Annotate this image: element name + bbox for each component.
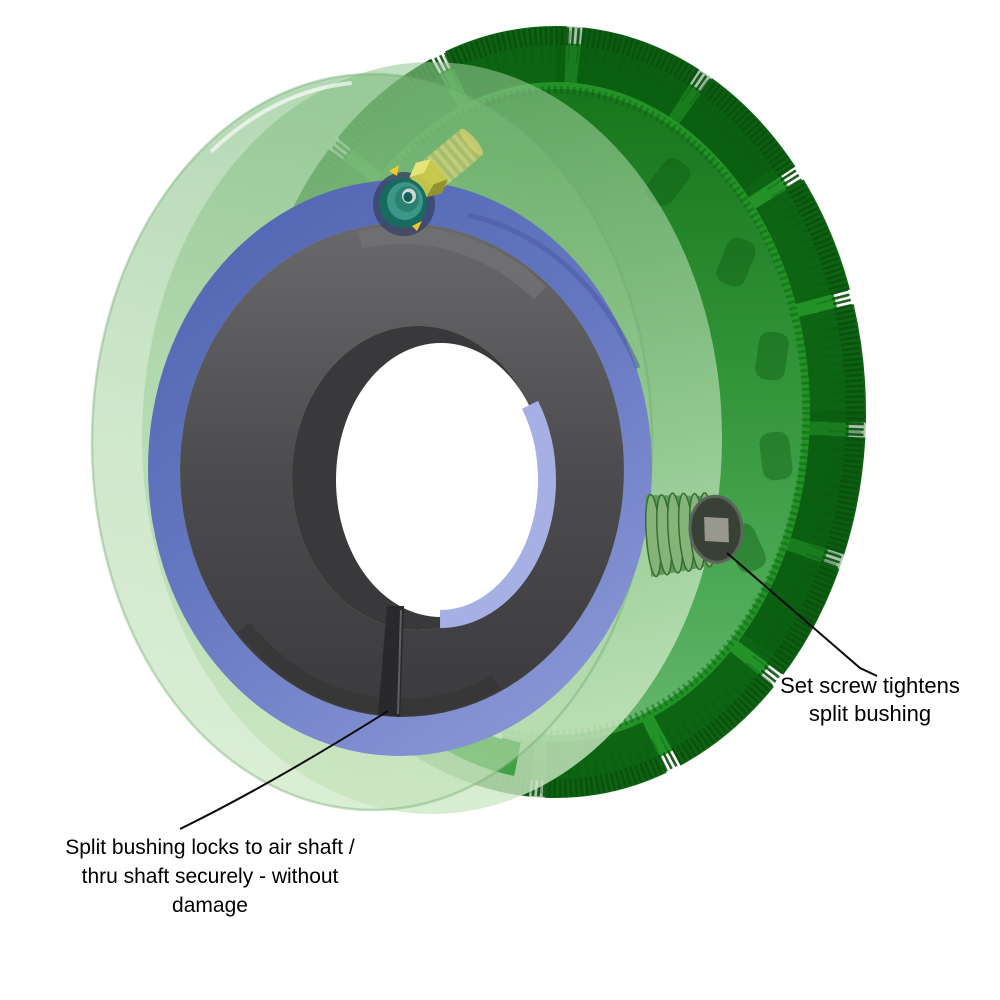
bushing-split-slot [378, 606, 404, 717]
yellow-screw-hex-facet-bottom [426, 179, 448, 198]
set-screw-label: Set screw tightens split bushing [780, 673, 960, 726]
teal-locking-cone [379, 165, 427, 231]
blue-ring-swirl [467, 212, 641, 369]
green-screw-square-drive [704, 516, 729, 543]
bore-blue-sleeve [324, 332, 556, 628]
leader-line-split-bushing [179, 710, 389, 830]
index-mark-lower [412, 221, 422, 231]
cone-hub-bore [403, 192, 413, 202]
bore-through-hole [336, 343, 546, 617]
leader-lines [179, 552, 878, 830]
green-set-screw [645, 492, 744, 578]
split-slot-edge-highlight [397, 609, 402, 715]
index-mark-upper [389, 165, 399, 176]
yellow-screw-tip [459, 128, 484, 156]
bore [292, 326, 556, 717]
top-set-screw-assembly [373, 128, 484, 236]
leader-line-set-screw [726, 552, 878, 677]
yellow-screw-hex-facet-top [409, 159, 431, 178]
bushing-bottom-shadow [182, 225, 622, 715]
split-bushing-label: Split bushing locks to air shaft / thru … [65, 836, 355, 917]
